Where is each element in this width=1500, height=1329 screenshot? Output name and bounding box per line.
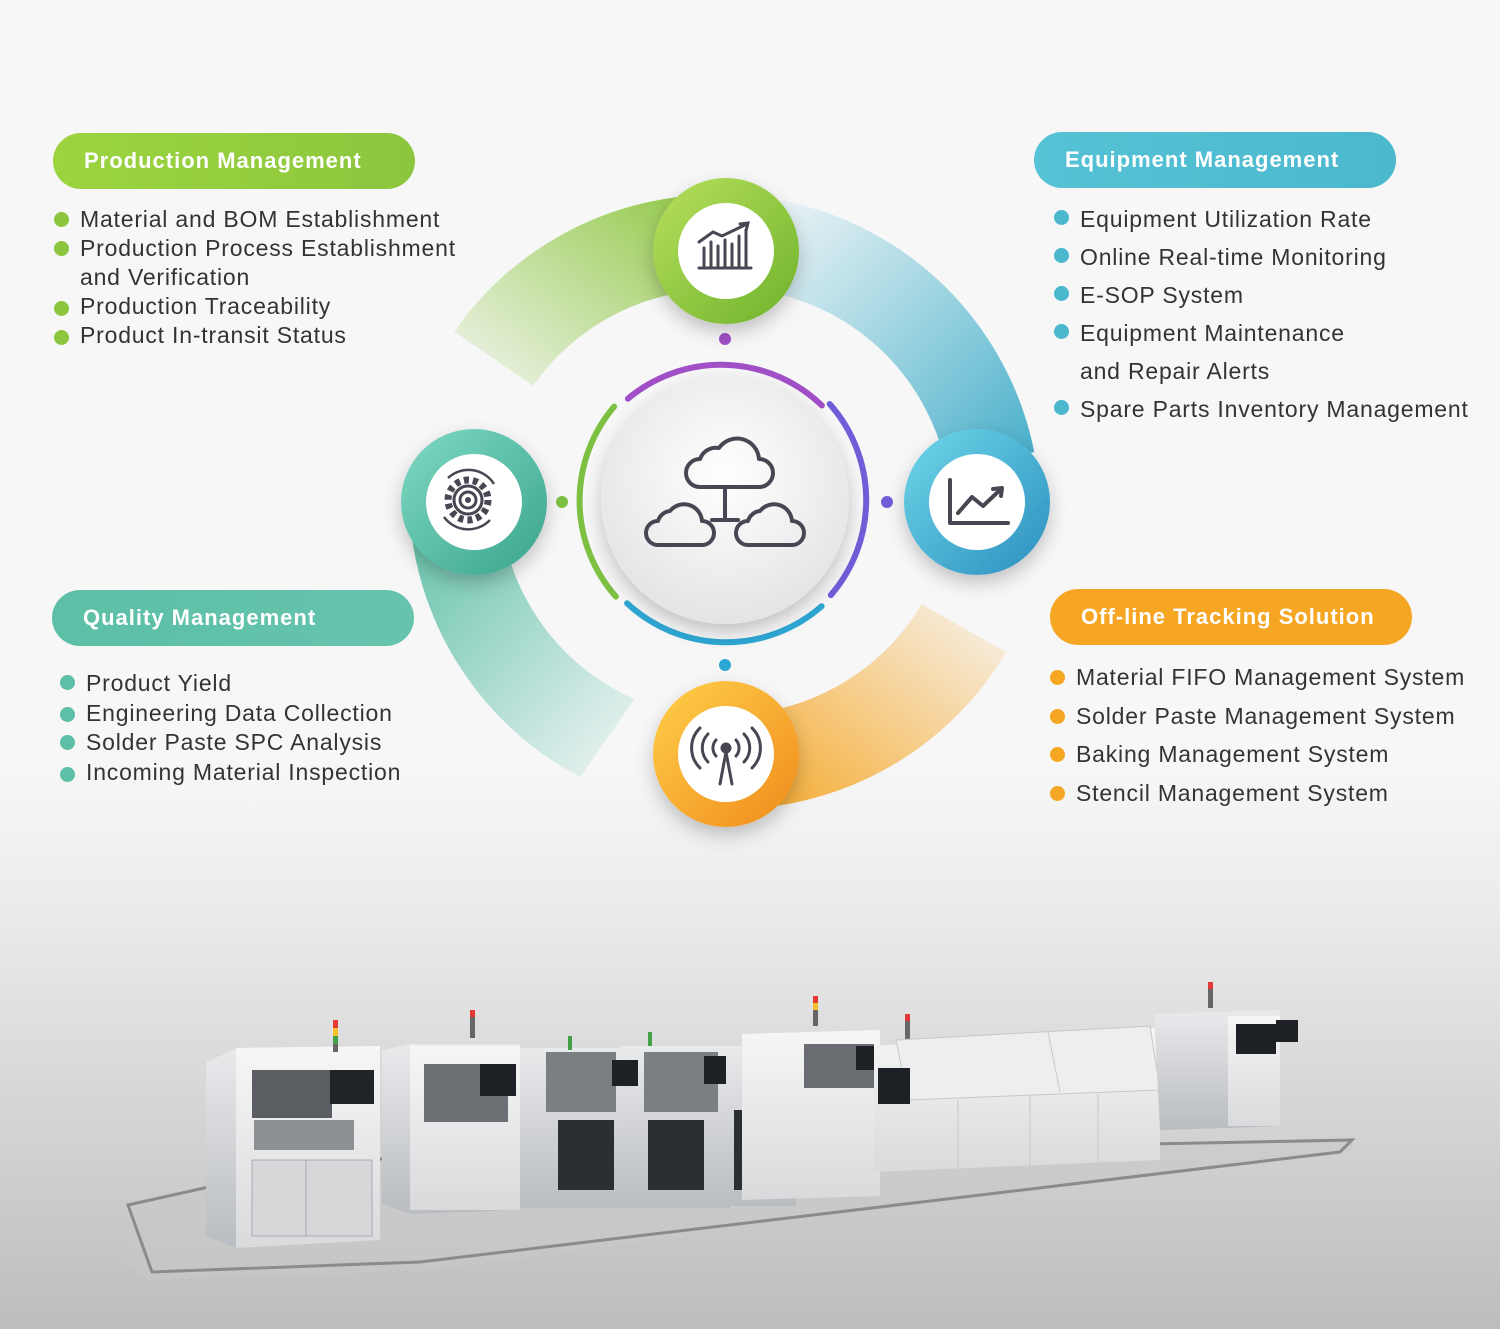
production-arc <box>454 195 702 386</box>
list-item: Equipment Maintenance <box>1080 320 1345 346</box>
inner-ring-green <box>576 403 619 600</box>
bullet-dot <box>1050 708 1065 724</box>
list-item: Online Real-time Monitoring <box>1080 244 1387 270</box>
list-item: Material FIFO Management System <box>1076 664 1466 690</box>
bar-chart-trend-icon <box>697 221 753 270</box>
cloud-network-icon <box>644 436 806 547</box>
offline-title-pill: Off-line Tracking Solution <box>1050 589 1412 645</box>
list-item: Product Yield <box>86 670 232 696</box>
production-list: Material and BOM Establishment Productio… <box>54 206 456 351</box>
quality-arc <box>410 520 635 778</box>
bullet-dot <box>1050 670 1065 685</box>
list-item: Product In-transit Status <box>80 322 347 348</box>
bullet-dot <box>54 212 69 227</box>
connector-dot-bottom <box>719 659 731 671</box>
equipment-node <box>904 429 1050 575</box>
line-chart-icon <box>948 478 1010 525</box>
bullet-dot <box>1050 747 1065 762</box>
inner-ring-violet <box>826 401 870 599</box>
list-item: Solder Paste Management System <box>1076 702 1456 729</box>
connector-dot-right <box>881 496 893 508</box>
list-item: and Repair Alerts <box>1080 358 1271 384</box>
list-item: E-SOP System <box>1080 282 1244 308</box>
equipment-title-pill: Equipment Management <box>1034 132 1396 188</box>
bullet-dot <box>60 706 75 722</box>
list-item: Equipment Utilization Rate <box>1080 206 1372 232</box>
list-item: Engineering Data Collection <box>86 699 393 726</box>
production-node <box>653 178 799 324</box>
offline-title: Off-line Tracking Solution <box>1081 604 1375 629</box>
bullet-dot <box>1050 785 1065 801</box>
bullet-dot <box>54 241 69 256</box>
quality-title-pill: Quality Management <box>52 590 414 646</box>
inner-ring-blue <box>624 600 825 646</box>
offline-list: Material FIFO Management System Solder P… <box>1050 664 1466 818</box>
list-item: Spare Parts Inventory Management <box>1080 396 1469 422</box>
inner-ring-purple <box>624 361 825 409</box>
equipment-list: Equipment Utilization Rate Online Real-t… <box>1054 206 1469 434</box>
list-item: Material and BOM Establishment <box>80 206 441 232</box>
antenna-signal-icon <box>690 726 762 786</box>
bullet-dot <box>54 330 69 345</box>
bullet-dot <box>1054 286 1069 301</box>
connector-dot-top <box>719 333 731 345</box>
production-title: Production Management <box>84 148 362 173</box>
list-item: and Verification <box>80 264 251 290</box>
list-item: Incoming Material Inspection <box>86 758 402 785</box>
bullet-dot <box>1054 324 1069 339</box>
quality-node <box>401 429 547 575</box>
list-item: Production Traceability <box>80 293 332 319</box>
equipment-arc <box>768 200 1035 469</box>
offline-arc <box>749 604 1007 808</box>
connector-dot-left <box>556 496 568 508</box>
offline-node <box>653 681 799 827</box>
list-item: Production Process Establishment <box>80 235 456 261</box>
list-item: Solder Paste SPC Analysis <box>86 729 383 755</box>
equipment-title: Equipment Management <box>1065 147 1340 172</box>
bullet-dot <box>1054 400 1069 415</box>
list-item: Baking Management System <box>1076 741 1390 767</box>
quality-list: Product Yield Engineering Data Collectio… <box>60 670 402 788</box>
bullet-dot <box>54 301 69 316</box>
bullet-dot <box>60 675 75 690</box>
gear-icon <box>442 468 496 531</box>
list-item: Stencil Management System <box>1076 779 1389 806</box>
bullet-dot <box>1054 248 1069 263</box>
production-title-pill: Production Management <box>53 133 415 189</box>
bullet-dot <box>60 766 75 782</box>
quality-title: Quality Management <box>83 605 317 630</box>
bullet-dot <box>60 735 75 750</box>
bullet-dot <box>1054 210 1069 225</box>
